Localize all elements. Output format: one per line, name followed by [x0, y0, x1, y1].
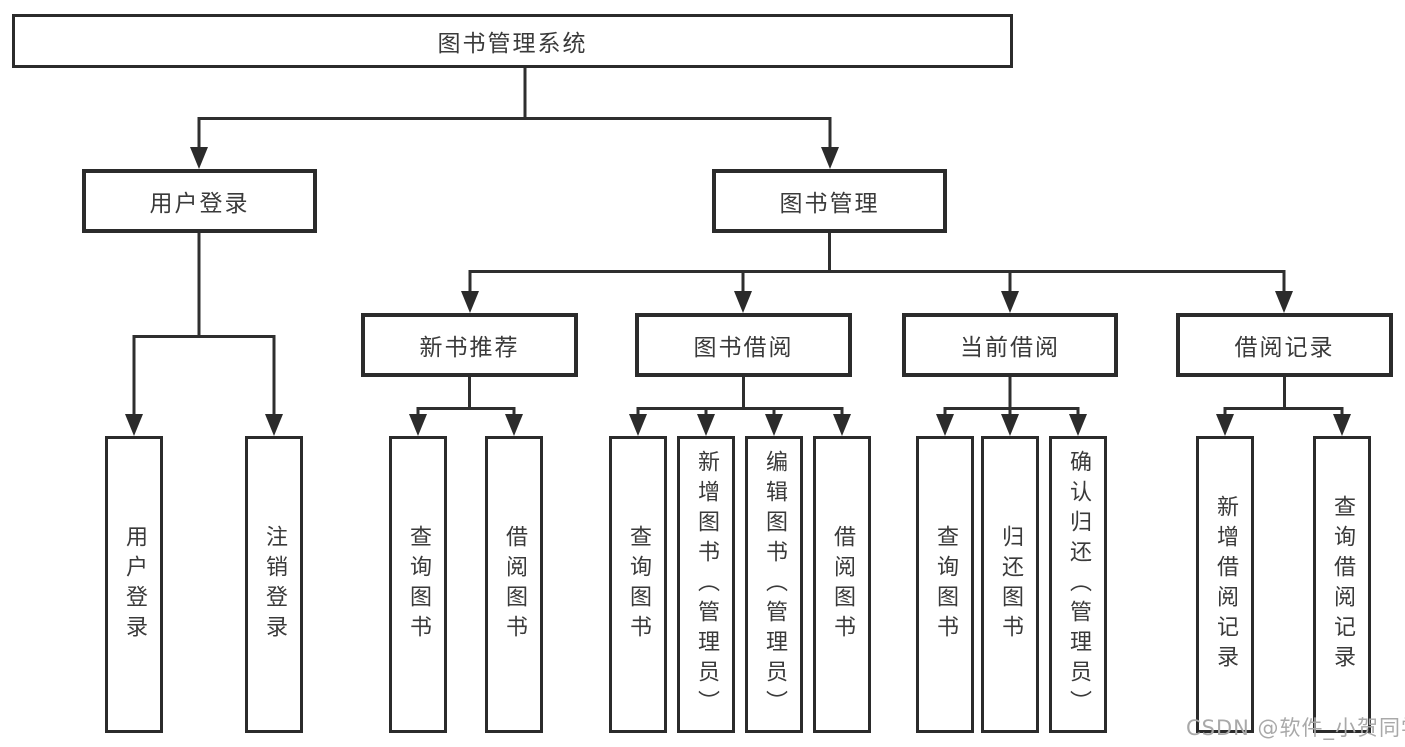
arrowhead-down-icon: [505, 414, 523, 436]
node-borrowing-records: 借阅记录: [1176, 313, 1393, 377]
connector-new-book-group: [416, 377, 516, 417]
node-label: 图书管理系统: [437, 31, 588, 57]
leaf-query-books-borrow: 查询图书: [609, 436, 667, 733]
leaf-borrow-books: 借阅图书: [813, 436, 871, 733]
arrowhead-down-icon: [1001, 291, 1019, 313]
arrowhead-down-icon: [936, 414, 954, 436]
arrowhead-down-icon: [629, 414, 647, 436]
node-label: 用户登录: [149, 191, 250, 217]
node-label: 查询图书: [406, 524, 431, 645]
node-label: 确认归还（管理员）: [1066, 449, 1091, 720]
leaf-return-books: 归还图书: [981, 436, 1039, 733]
arrowhead-down-icon: [765, 414, 783, 436]
connector-root-to-level2: [197, 68, 832, 150]
connector-book-management-to-level3: [468, 233, 1286, 294]
arrowhead-down-icon: [1001, 414, 1019, 436]
node-label: 借阅记录: [1234, 335, 1335, 361]
arrowhead-down-icon: [821, 147, 839, 169]
arrowhead-down-icon: [697, 414, 715, 436]
node-label: 查询图书: [933, 524, 958, 645]
node-new-book-recommendation: 新书推荐: [361, 313, 578, 377]
node-book-borrowing: 图书借阅: [635, 313, 852, 377]
connector-user-login-group: [132, 233, 276, 417]
connector-borrow-record-group: [1223, 377, 1344, 417]
node-label: 借阅图书: [830, 524, 855, 645]
arrowhead-down-icon: [734, 291, 752, 313]
node-label: 图书借阅: [693, 335, 794, 361]
arrowhead-down-icon: [1069, 414, 1087, 436]
arrowhead-down-icon: [190, 147, 208, 169]
node-label: 查询借阅记录: [1330, 494, 1355, 675]
arrowhead-down-icon: [833, 414, 851, 436]
arrowhead-down-icon: [1333, 414, 1351, 436]
arrowhead-down-icon: [409, 414, 427, 436]
node-label: 图书管理: [779, 191, 880, 217]
leaf-query-books-current: 查询图书: [916, 436, 974, 733]
node-label: 查询图书: [626, 524, 651, 645]
node-book-management: 图书管理: [712, 169, 947, 233]
leaf-add-books-admin: 新增图书（管理员）: [677, 436, 735, 733]
node-label: 用户登录: [122, 524, 147, 645]
node-label: 当前借阅: [960, 335, 1060, 361]
arrowhead-down-icon: [461, 291, 479, 313]
leaf-borrow-books-recommend: 借阅图书: [485, 436, 543, 733]
node-library-system: 图书管理系统: [12, 14, 1013, 68]
node-current-borrowing: 当前借阅: [902, 313, 1118, 377]
node-user-login: 用户登录: [82, 169, 317, 233]
node-label: 新书推荐: [419, 335, 520, 361]
leaf-query-borrow-record: 查询借阅记录: [1313, 436, 1371, 733]
leaf-query-books-recommend: 查询图书: [389, 436, 447, 733]
leaf-logout: 注销登录: [245, 436, 303, 733]
leaf-add-borrow-record: 新增借阅记录: [1196, 436, 1254, 733]
node-label: 新增借阅记录: [1213, 494, 1238, 675]
leaf-confirm-return-admin: 确认归还（管理员）: [1049, 436, 1107, 733]
node-label: 编辑图书（管理员）: [762, 449, 787, 720]
leaf-user-login: 用户登录: [105, 436, 163, 733]
node-label: 注销登录: [262, 524, 287, 645]
node-label: 借阅图书: [502, 524, 527, 645]
node-label: 新增图书（管理员）: [694, 449, 719, 720]
arrowhead-down-icon: [1275, 291, 1293, 313]
node-label: 归还图书: [998, 524, 1023, 645]
connector-book-borrow-group: [636, 377, 844, 417]
watermark: CSDN @软件_小贺同学: [1186, 716, 1405, 740]
leaf-edit-books-admin: 编辑图书（管理员）: [745, 436, 803, 733]
connector-current-borrow-group: [943, 377, 1080, 417]
arrowhead-down-icon: [265, 414, 283, 436]
arrowhead-down-icon: [1216, 414, 1234, 436]
arrowhead-down-icon: [125, 414, 143, 436]
